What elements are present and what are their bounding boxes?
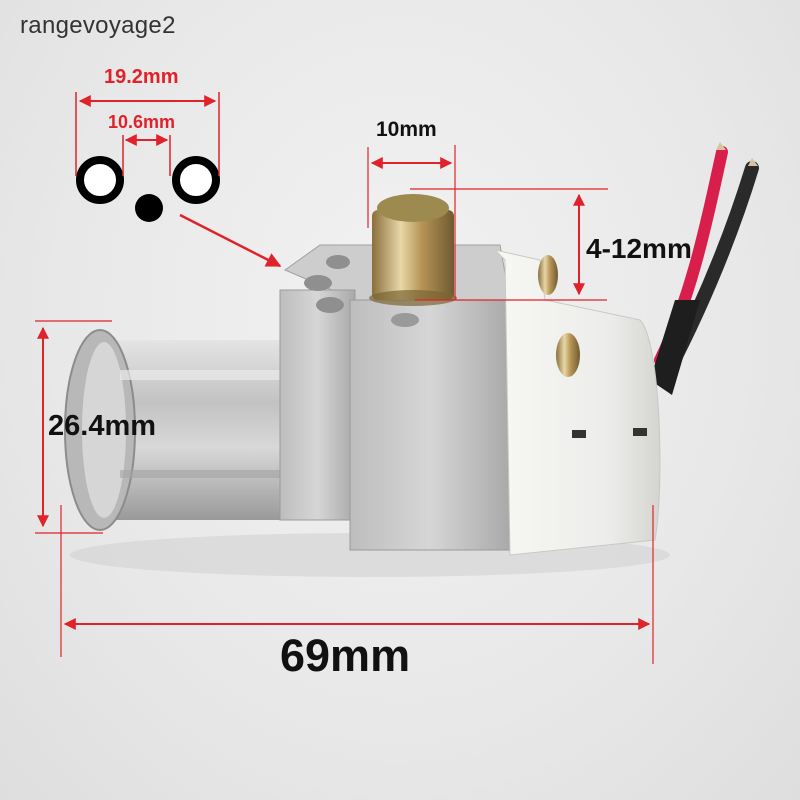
plastic-cap: [493, 249, 661, 556]
body-height-label: 26.4mm: [48, 410, 157, 442]
seller-watermark: rangevoyage2: [20, 12, 176, 39]
height-dimension-lines: [35, 320, 112, 534]
total-length-label: 69mm: [280, 630, 411, 681]
length-dimension-lines: [60, 505, 654, 664]
button-dimension-lines: [367, 145, 608, 301]
push-button: [369, 194, 457, 306]
lead-wires: [650, 142, 759, 395]
outer-hole-spacing-label: 19.2mm: [104, 66, 179, 88]
button-width-label: 10mm: [376, 118, 437, 141]
hole-diagram: [75, 92, 282, 268]
inner-hole-spacing-label: 10.6mm: [108, 112, 176, 132]
terminal-screws: [538, 255, 580, 377]
button-travel-label: 4-12mm: [586, 233, 692, 264]
